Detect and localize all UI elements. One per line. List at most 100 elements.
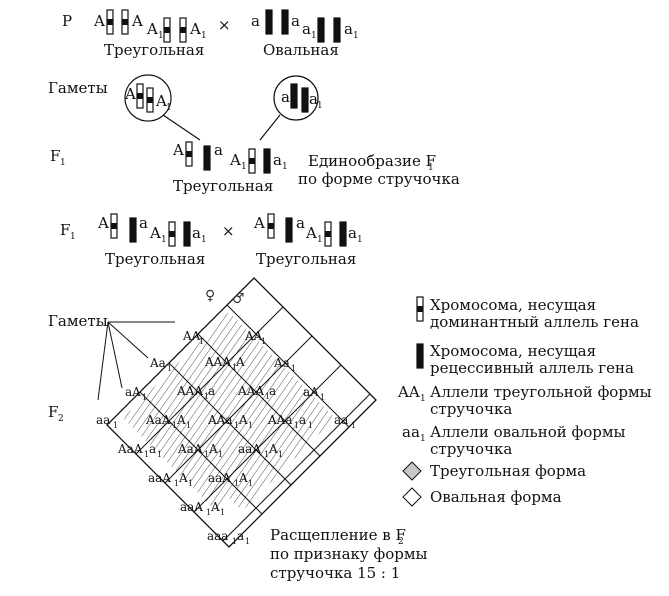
right-f1-phenotype: Треугольная (256, 250, 356, 268)
offspring-cell: aaA 1 A 1 (208, 471, 253, 488)
gamete-line (259, 114, 281, 141)
svg-text:1: 1 (204, 392, 209, 401)
dominant-chromosome (179, 17, 187, 43)
left-f1-phenotype: Треугольная (105, 250, 205, 268)
allele-label: A (149, 224, 161, 242)
svg-text:1: 1 (142, 393, 147, 402)
legend-oval-alleles-text: стручочка (430, 440, 512, 458)
recessive-chromosome (263, 148, 271, 174)
gametes-top: Гаметы A A 1 a a 1 (48, 74, 323, 141)
legend-recessive-text: рецессивный аллель гена (430, 359, 634, 377)
svg-text:A: A (235, 355, 245, 369)
allele-label: a (302, 20, 311, 38)
lattice-gametes-label: Гаметы (48, 312, 108, 330)
legend-oval-alleles-text: Аллели овальной формы (430, 423, 626, 441)
svg-text:A: A (210, 500, 220, 514)
recessive-chromosome (203, 145, 211, 171)
allele-subscript: 1 (353, 31, 359, 41)
svg-text:a: a (269, 384, 276, 398)
svg-text:AAa: AAa (207, 413, 233, 427)
allele-subscript: 1 (317, 235, 323, 245)
allele-label: a (348, 224, 357, 242)
svg-text:AaA: AaA (145, 413, 171, 427)
svg-text:A: A (238, 413, 248, 427)
svg-text:1: 1 (113, 421, 118, 430)
svg-text:1: 1 (245, 537, 250, 546)
allele-label: A (253, 214, 265, 232)
allele-label: a (309, 90, 318, 108)
legend-white-diamond-icon (402, 487, 422, 507)
svg-text:a: a (208, 384, 215, 398)
f1-row: F 1 A a A 1 a 1 Треугольная Единообразие… (50, 141, 460, 195)
offspring-cell: AaA 1 A 1 (177, 442, 223, 459)
gamete-line (162, 114, 201, 141)
gamete-cell: aa (334, 413, 348, 427)
svg-text:1: 1 (308, 421, 313, 430)
legend-oval-alleles-key: aa (402, 423, 420, 441)
dominant-chromosome (106, 9, 114, 35)
left-parent-phenotype: Треугольная (104, 41, 204, 59)
svg-text:A: A (178, 471, 188, 485)
svg-text:1: 1 (234, 479, 239, 488)
allele-subscript: 1 (282, 162, 288, 172)
svg-text:aaA: aaA (148, 471, 171, 485)
f1-cross-label-sub: 1 (70, 232, 76, 242)
offspring-cell: AaA 1 a 1 (117, 442, 162, 459)
svg-text:aaA: aaA (180, 500, 203, 514)
offspring-cell: aaA 1 A 1 (180, 500, 225, 517)
gamete-circle-right (273, 75, 319, 121)
svg-text:1: 1 (232, 537, 237, 546)
svg-text:1: 1 (261, 337, 266, 346)
svg-text:1: 1 (204, 450, 209, 459)
recessive-chromosome (301, 87, 309, 113)
gamete-cell: aA (303, 385, 319, 399)
recessive-chromosome (339, 221, 347, 247)
split-ratio-line2: по признаку формы (270, 545, 428, 563)
svg-text:a: a (149, 442, 156, 456)
f2-label: F (48, 403, 58, 421)
dominant-chromosome (121, 9, 129, 35)
svg-text:aaA: aaA (208, 471, 231, 485)
allele-label: a (296, 214, 305, 232)
svg-text:a: a (299, 413, 306, 427)
svg-text:1: 1 (294, 421, 299, 430)
svg-text:1: 1 (206, 508, 211, 517)
allele-label: A (172, 141, 184, 159)
svg-text:1: 1 (172, 421, 177, 430)
allele-label: A (155, 92, 167, 110)
svg-text:A: A (268, 442, 278, 456)
svg-text:a: a (237, 529, 244, 543)
offspring-cell: AAa 1 a 1 (267, 413, 313, 430)
dominant-chromosome (110, 213, 118, 239)
svg-text:aaA: aaA (238, 442, 261, 456)
legend-tri-alleles-text: Аллели треугольной формы (430, 383, 652, 401)
recessive-chromosome (281, 9, 289, 35)
lattice-outline (106, 277, 377, 548)
allele-label: A (229, 151, 241, 169)
svg-text:2: 2 (58, 414, 64, 424)
svg-text:AaA: AaA (117, 442, 143, 456)
svg-text:1: 1 (234, 421, 239, 430)
dominant-chromosome (168, 221, 176, 247)
svg-text:1: 1 (157, 450, 162, 459)
dominant-chromosome (324, 221, 332, 247)
female-symbol: ♀ (205, 288, 215, 304)
legend-recessive-chromosome-icon (416, 343, 424, 369)
legend-oval-form-text: Овальная форма (430, 488, 562, 506)
svg-text:1: 1 (291, 364, 296, 373)
allele-subscript: 1 (201, 235, 207, 245)
svg-text:1: 1 (248, 479, 253, 488)
svg-text:1: 1 (199, 337, 204, 346)
svg-text:1: 1 (420, 434, 426, 444)
svg-text:1: 1 (144, 450, 149, 459)
offspring-cell: aaA 1 A 1 (238, 442, 283, 459)
allele-subscript: 1 (158, 31, 164, 41)
svg-text:1: 1 (218, 450, 223, 459)
allele-label: A (93, 12, 105, 30)
svg-text:AAA: AAA (176, 384, 203, 398)
allele-label: a (251, 12, 260, 30)
svg-text:1: 1 (351, 421, 356, 430)
svg-text:1: 1 (278, 450, 283, 459)
legend-dominant-text: доминантный аллель гена (430, 313, 639, 331)
